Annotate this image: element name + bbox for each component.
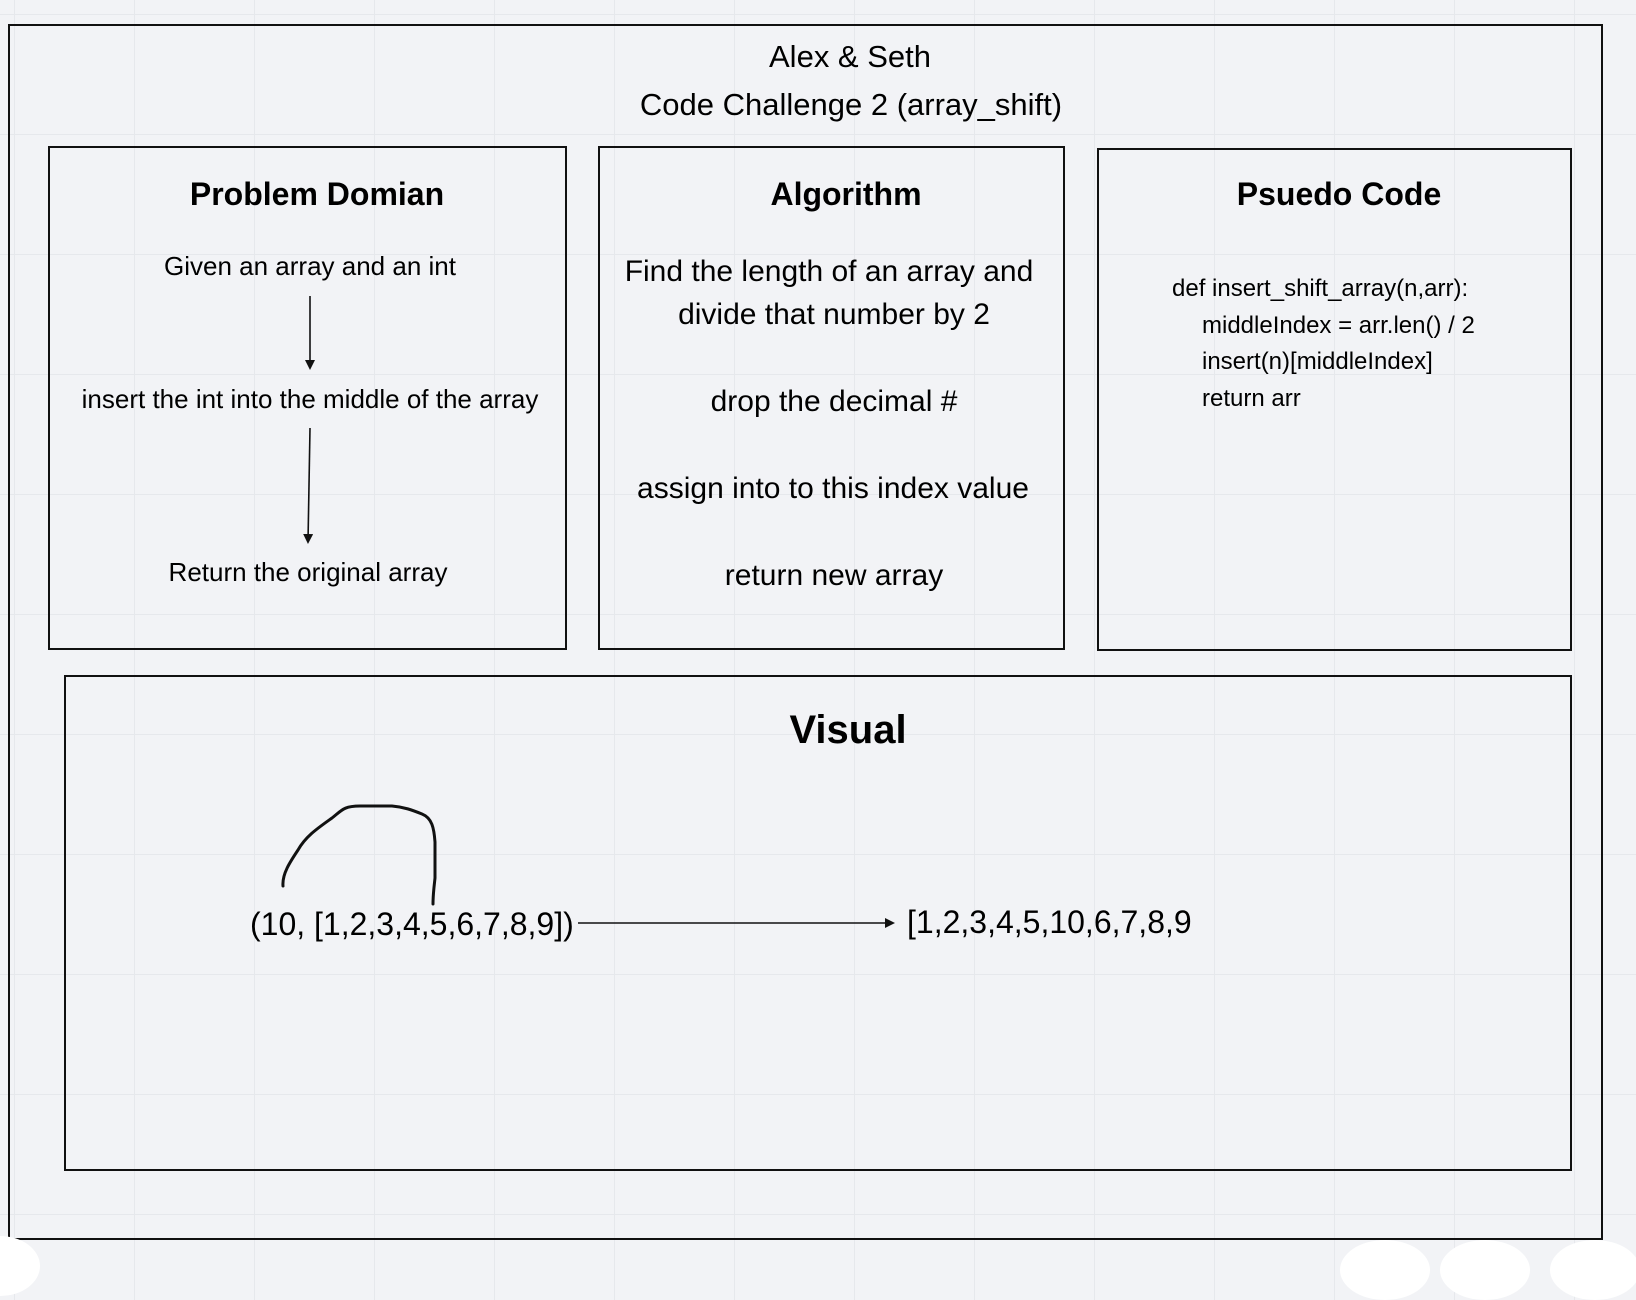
diagram-subtitle: Code Challenge 2 (array_shift) — [639, 87, 1063, 122]
problem-domain-step-1: Given an array and an int — [164, 251, 456, 281]
pseudo-code-heading: Psuedo Code — [1236, 176, 1442, 212]
corner-decoration — [1340, 1240, 1430, 1300]
algorithm-panel — [598, 146, 1065, 650]
problem-domain-step-2: insert the int into the middle of the ar… — [81, 384, 539, 414]
problem-domain-step-3: Return the original array — [168, 557, 448, 587]
pseudo-code-panel — [1097, 148, 1572, 651]
diagram-title: Alex & Seth — [769, 39, 931, 74]
pseudo-code-line-3: insert(n)[middleIndex] — [1202, 348, 1433, 375]
problem-domain-heading: Problem Domian — [189, 176, 445, 212]
corner-decoration — [1550, 1240, 1636, 1300]
algorithm-line-4: assign into to this index value — [637, 472, 1029, 505]
algorithm-line-2: divide that number by 2 — [678, 298, 990, 331]
pseudo-code-line-1: def insert_shift_array(n,arr): — [1172, 275, 1469, 302]
outer-frame — [8, 24, 1603, 1240]
corner-decoration — [0, 1236, 40, 1296]
visual-input: (10, [1,2,3,4,5,6,7,8,9]) — [250, 906, 574, 942]
algorithm-line-5: return new array — [724, 559, 944, 592]
algorithm-line-3: drop the decimal # — [710, 385, 958, 418]
visual-panel — [64, 675, 1572, 1171]
visual-output: [1,2,3,4,5,10,6,7,8,9 — [907, 904, 1192, 940]
algorithm-line-1: Find the length of an array and — [624, 255, 1034, 288]
corner-decoration — [1440, 1240, 1530, 1300]
pseudo-code-line-2: middleIndex = arr.len() / 2 — [1202, 312, 1475, 339]
algorithm-heading: Algorithm — [770, 176, 922, 212]
visual-heading: Visual — [789, 708, 907, 752]
pseudo-code-line-4: return arr — [1202, 385, 1301, 412]
problem-domain-panel — [48, 146, 567, 650]
